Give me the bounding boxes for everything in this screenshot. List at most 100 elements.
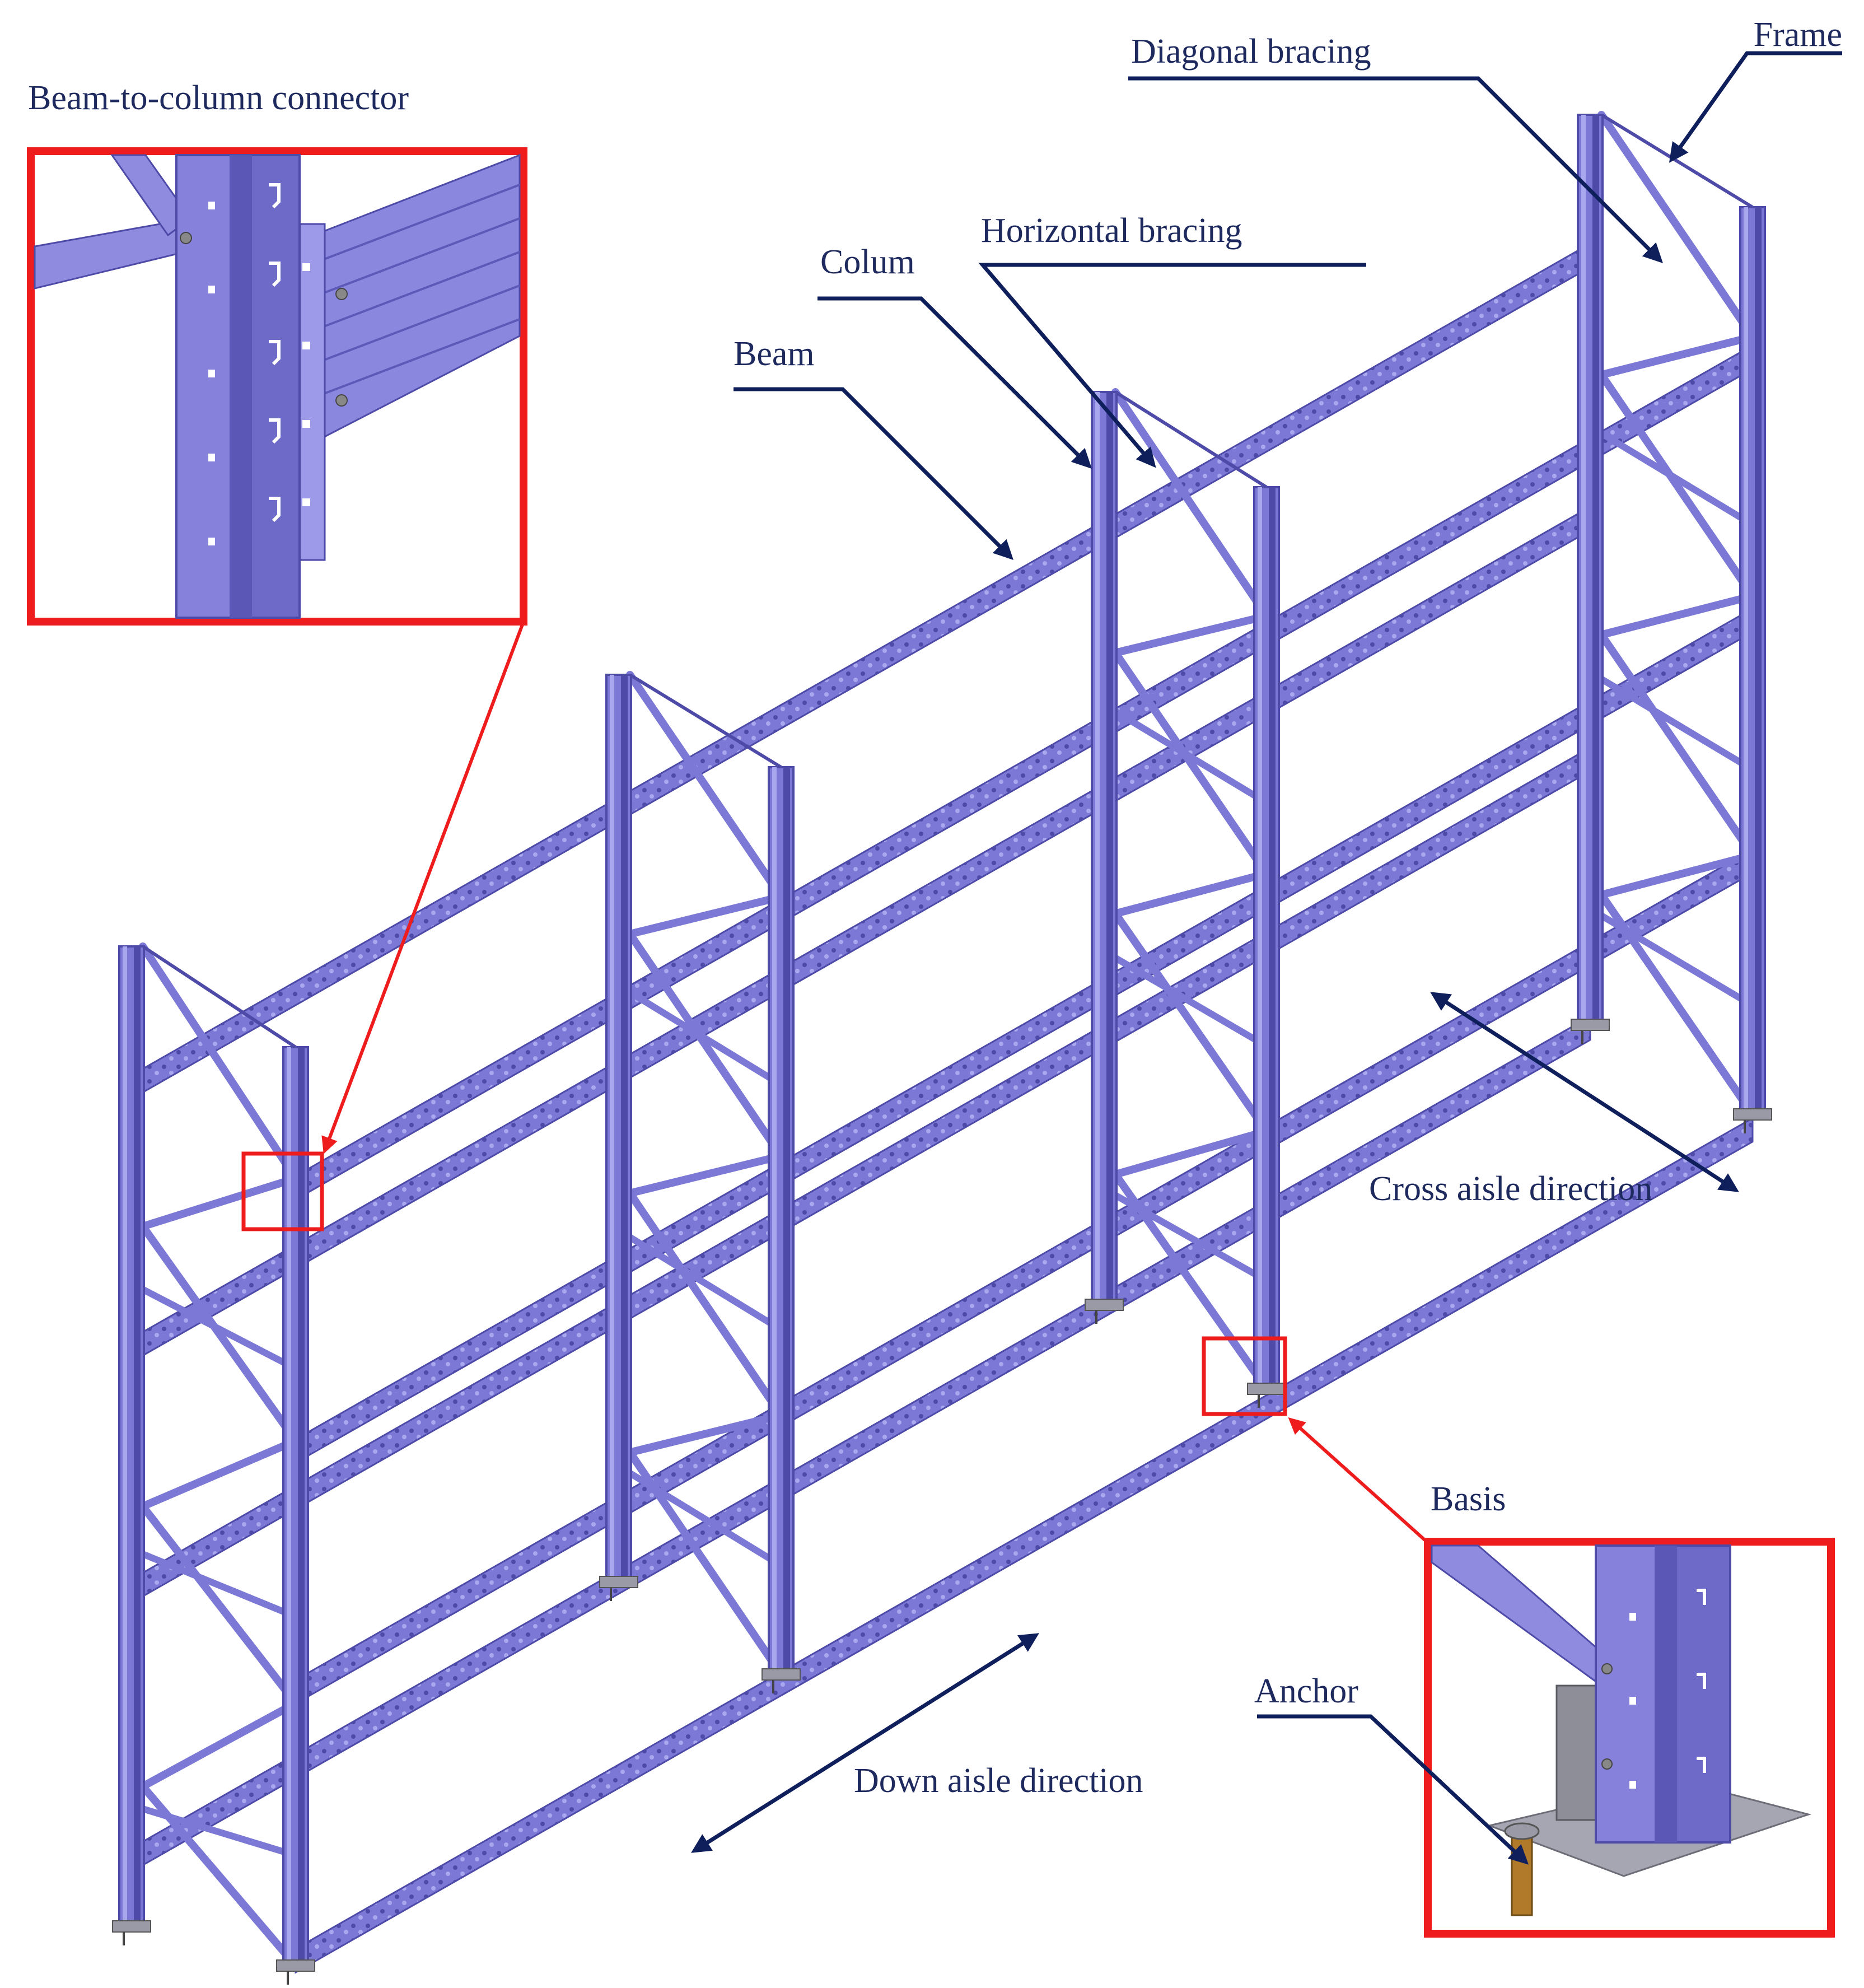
beam-leader: [734, 387, 1013, 560]
column-front-shade: [1592, 115, 1599, 1025]
column-front-shade: [1106, 392, 1113, 1305]
column-front-highlight: [610, 675, 614, 1582]
horizontal-brace: [141, 1551, 297, 1620]
diagonal-brace: [1111, 648, 1270, 878]
column-label: Colum: [820, 243, 915, 281]
diagonal-brace: [626, 1189, 785, 1420]
horizontal-brace: [1599, 912, 1755, 1009]
column-front-shade: [134, 946, 141, 1926]
top-tie: [1600, 113, 1754, 209]
connector-detail-inset: [27, 147, 527, 626]
beam-to-column-connector-label: Beam-to-column connector: [28, 79, 409, 117]
diagonal-brace: [1111, 612, 1270, 657]
basis-detail-inset: [1424, 1538, 1835, 1938]
down-aisle-direction-label: Down aisle direction: [854, 1762, 1143, 1800]
beam-b-2: [295, 607, 1754, 1464]
diagonal-brace: [1597, 592, 1756, 639]
top-tie: [629, 673, 782, 769]
diagonal-brace: [1597, 631, 1756, 860]
beam-label: Beam: [734, 335, 815, 373]
diagonal-brace: [139, 1502, 300, 1707]
horizontal-brace: [141, 1286, 297, 1372]
horizontal-brace: [1113, 708, 1269, 806]
horizontal-brace: [628, 1234, 783, 1333]
racking-structure: [112, 111, 1772, 1985]
frame-leader: [1669, 51, 1842, 163]
diagonal-brace: [626, 1411, 785, 1457]
connector-detail-image: [34, 153, 521, 619]
column-back-shade: [1755, 207, 1762, 1114]
horizontal-brace: [1599, 676, 1755, 773]
diagonal-brace: [1111, 1127, 1270, 1179]
diagonal-brace: [139, 1436, 300, 1510]
frame-1: [112, 942, 315, 1985]
column-back-shade: [783, 767, 790, 1674]
diagonal-brace: [139, 1174, 300, 1230]
basis-label: Basis: [1431, 1480, 1506, 1518]
frame-label: Frame: [1754, 16, 1842, 54]
top-tie: [1114, 390, 1268, 489]
anchor-label: Anchor: [1254, 1672, 1358, 1710]
leader-lines: [691, 51, 1842, 1865]
diagonal-brace: [1111, 388, 1270, 620]
basis-detail-image: [1431, 1544, 1827, 1930]
horizontal-brace: [628, 989, 783, 1088]
frame-2: [599, 671, 801, 1693]
column-perforations: [208, 183, 310, 545]
horizontal-brace: [1113, 955, 1269, 1049]
column-back-highlight: [287, 1047, 291, 1966]
column-back-baseplate: [1247, 1383, 1286, 1395]
basis-callout-arrow: [1288, 1417, 1428, 1543]
diagonal-brace: [139, 1222, 300, 1445]
diagonal-bracing-leader: [1128, 76, 1663, 263]
column-back-shade: [298, 1047, 305, 1966]
column-back-highlight: [1744, 207, 1748, 1114]
diagonal-brace: [1111, 909, 1270, 1135]
basis-marker-box: [1202, 1336, 1287, 1416]
column-front-baseplate: [112, 1920, 151, 1933]
column-front-shade: [621, 675, 628, 1582]
column-front-baseplate: [1085, 1299, 1124, 1311]
column-back-highlight: [1258, 487, 1262, 1389]
column-front-baseplate: [1571, 1019, 1610, 1031]
horizontal-brace: [628, 1470, 783, 1569]
horizontal-brace: [142, 1805, 297, 1859]
frames: [112, 111, 1772, 1985]
column-back-baseplate: [276, 1959, 315, 1972]
diagonal-brace: [139, 942, 300, 1183]
column-front-baseplate: [599, 1576, 638, 1588]
cross-aisle-direction-label: Cross aisle direction: [1369, 1170, 1652, 1208]
column-back-baseplate: [1733, 1108, 1772, 1121]
down-aisle-direction-arrow: [691, 1633, 1039, 1853]
column-leader: [817, 296, 1092, 469]
diagonal-brace: [1597, 371, 1756, 600]
diagonal-bracing-label: Diagonal bracing: [1131, 32, 1371, 71]
horizontal-brace: [1599, 430, 1755, 528]
horizontal-bracing-leader: [978, 263, 1366, 468]
connector-callout-arrow: [321, 620, 525, 1154]
column-back-baseplate: [762, 1668, 801, 1681]
top-tie: [142, 945, 297, 1049]
column-front-highlight: [123, 946, 127, 1926]
cross-aisle-direction-arrow: [1430, 992, 1739, 1192]
horizontal-brace: [1114, 1192, 1268, 1284]
labels: Beam-to-column connector Diagonal bracin…: [28, 16, 1842, 1800]
diagonal-brace: [626, 930, 785, 1160]
diagonal-brace: [139, 1699, 300, 1790]
diagonal-brace: [626, 1152, 785, 1197]
diagonal-brace: [1597, 333, 1756, 379]
beam-f-2: [130, 505, 1591, 1364]
diagonal-brace: [626, 671, 785, 901]
column-front-highlight: [1581, 115, 1586, 1025]
diagonal-brace: [1597, 111, 1756, 341]
column-front-highlight: [1095, 392, 1100, 1305]
frame-3: [1085, 388, 1286, 1408]
column-back-highlight: [772, 767, 777, 1674]
column-back-shade: [1269, 487, 1276, 1389]
diagonal-brace: [1597, 851, 1756, 899]
diagonal-brace: [626, 893, 785, 938]
callouts: [27, 147, 1835, 1938]
horizontal-bracing-label: Horizontal bracing: [981, 212, 1242, 250]
anchor-leader: [1257, 1714, 1529, 1865]
